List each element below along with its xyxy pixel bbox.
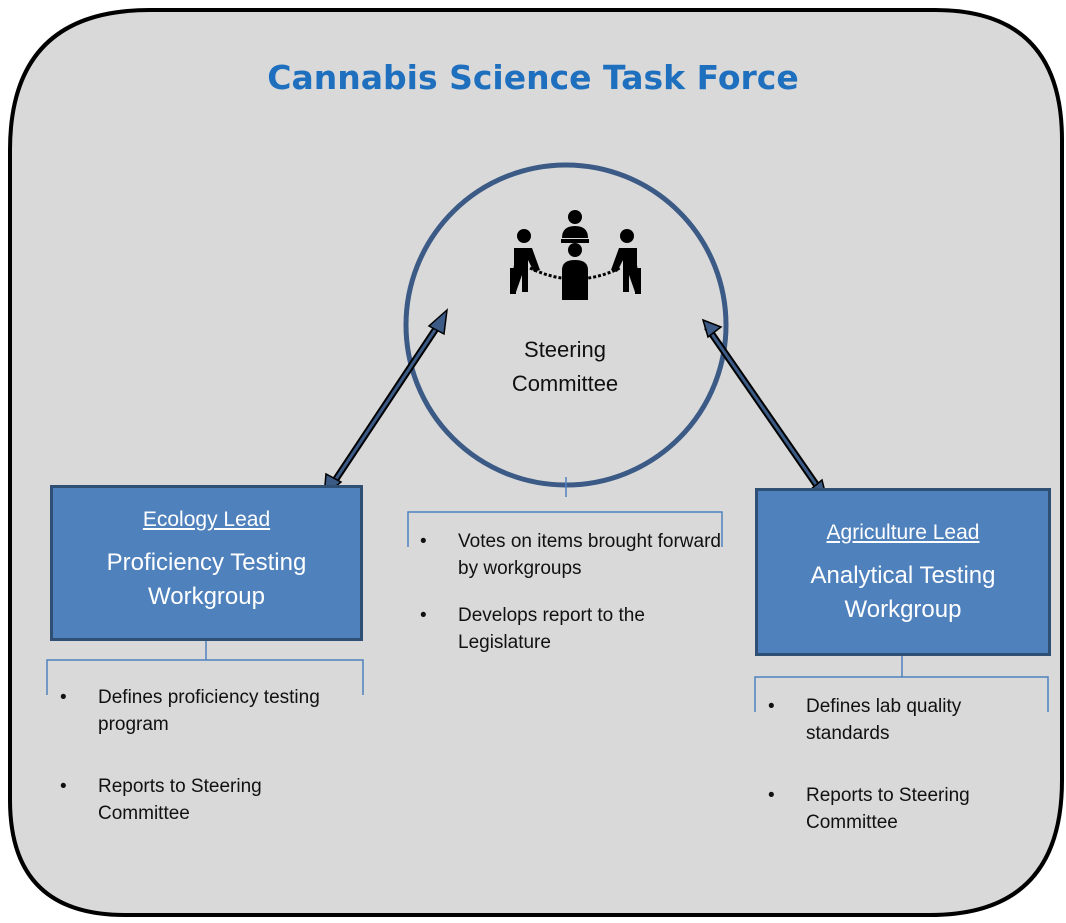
steering-label-line1: Steering [524, 337, 606, 362]
steering-label-line2: Committee [511, 371, 619, 396]
diagram-title: Cannabis Science Task Force [267, 58, 799, 97]
left-group-bullets: Defines proficiency testing program Repo… [52, 684, 332, 827]
analytical-group-line2: Workgroup [844, 596, 962, 623]
meeting-table-icon [510, 210, 641, 300]
steering-committee-label: Steering Committee [470, 333, 660, 401]
proficiency-group-line1: Proficiency Testing [106, 549, 307, 576]
agriculture-workgroup-box: Agriculture Lead Analytical Testing Work… [755, 488, 1051, 656]
analytical-group-line1: Analytical Testing [810, 562, 996, 589]
steering-bullets: Votes on items brought forward by workgr… [412, 528, 732, 656]
list-item: Develops report to the Legislature [412, 602, 732, 656]
agriculture-lead-label: Agriculture Lead [826, 521, 980, 544]
ecology-lead-label: Ecology Lead [142, 508, 271, 531]
ecology-workgroup-box: Ecology Lead Proficiency Testing Workgro… [50, 485, 363, 641]
list-item: Votes on items brought forward by workgr… [412, 528, 732, 582]
list-item: Reports to Steering Committee [760, 782, 1040, 836]
list-item: Defines lab quality standards [760, 693, 1040, 747]
bracket-right [754, 655, 1049, 712]
proficiency-group-line2: Workgroup [148, 583, 265, 610]
bracket-left [46, 640, 364, 695]
right-group-bullets: Defines lab quality standards Reports to… [760, 693, 1040, 836]
list-item: Reports to Steering Committee [52, 773, 332, 827]
steering-committee-circle [403, 162, 729, 488]
list-item: Defines proficiency testing program [52, 684, 332, 738]
